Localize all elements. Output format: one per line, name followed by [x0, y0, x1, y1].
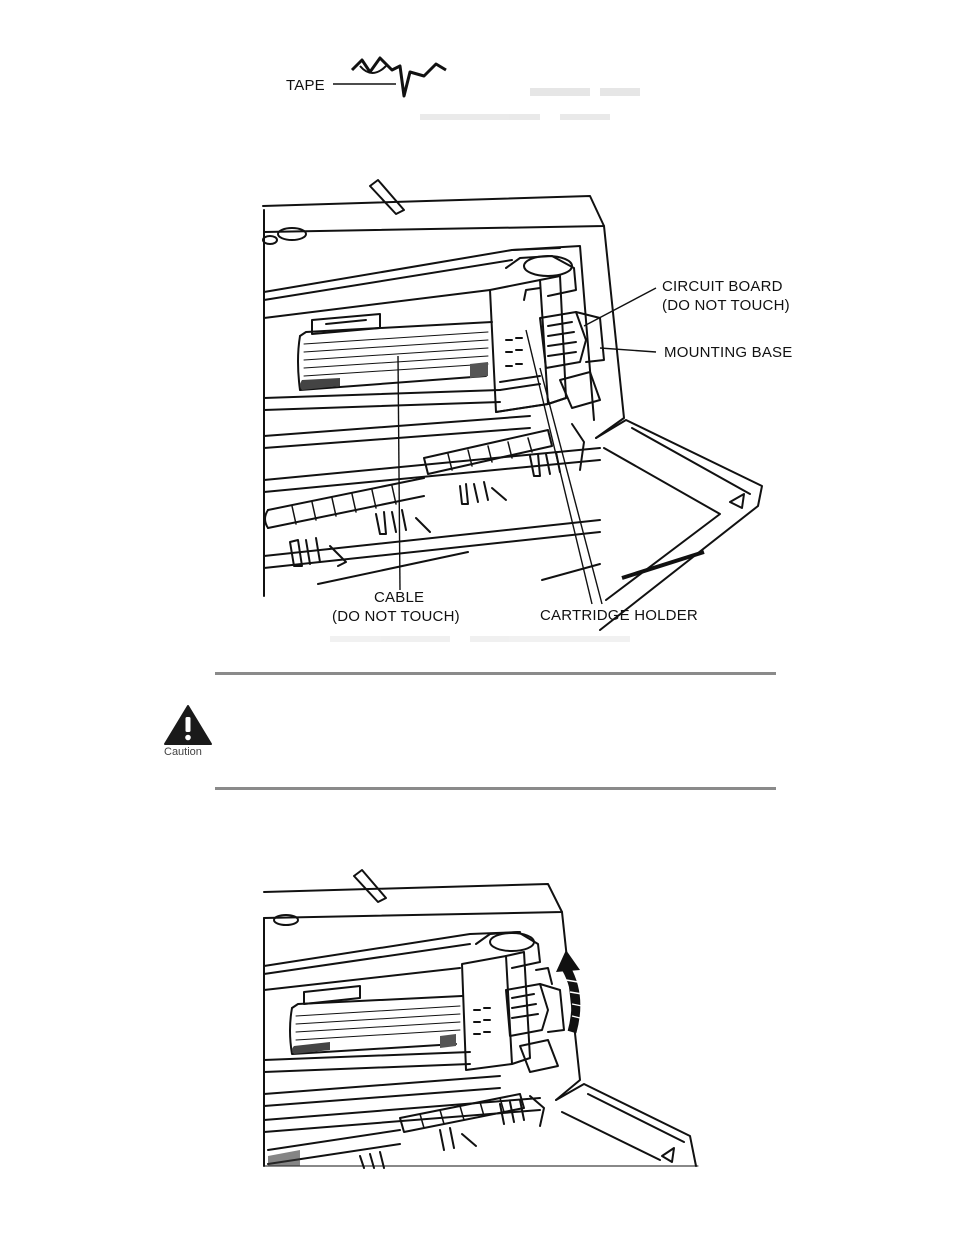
cable-label: CABLE [374, 589, 425, 606]
circuit-board-label: CIRCUIT BOARD [662, 278, 783, 295]
cartridge-holder-label: CARTRIDGE HOLDER [540, 607, 698, 624]
circuit-board-warning-label: (DO NOT TOUCH) [662, 297, 790, 314]
caution-bottom-rule [215, 787, 776, 790]
mounting-base-label: MOUNTING BASE [664, 344, 793, 361]
rotate-arrow-icon [556, 950, 583, 1034]
printer-interior-illustration [262, 179, 763, 642]
caution-top-rule [215, 672, 776, 675]
cable-warning-label: (DO NOT TOUCH) [332, 608, 460, 625]
tape-label: TAPE [286, 77, 325, 94]
caution-icon-label: Caution [164, 746, 202, 758]
tape-illustration [333, 56, 640, 120]
